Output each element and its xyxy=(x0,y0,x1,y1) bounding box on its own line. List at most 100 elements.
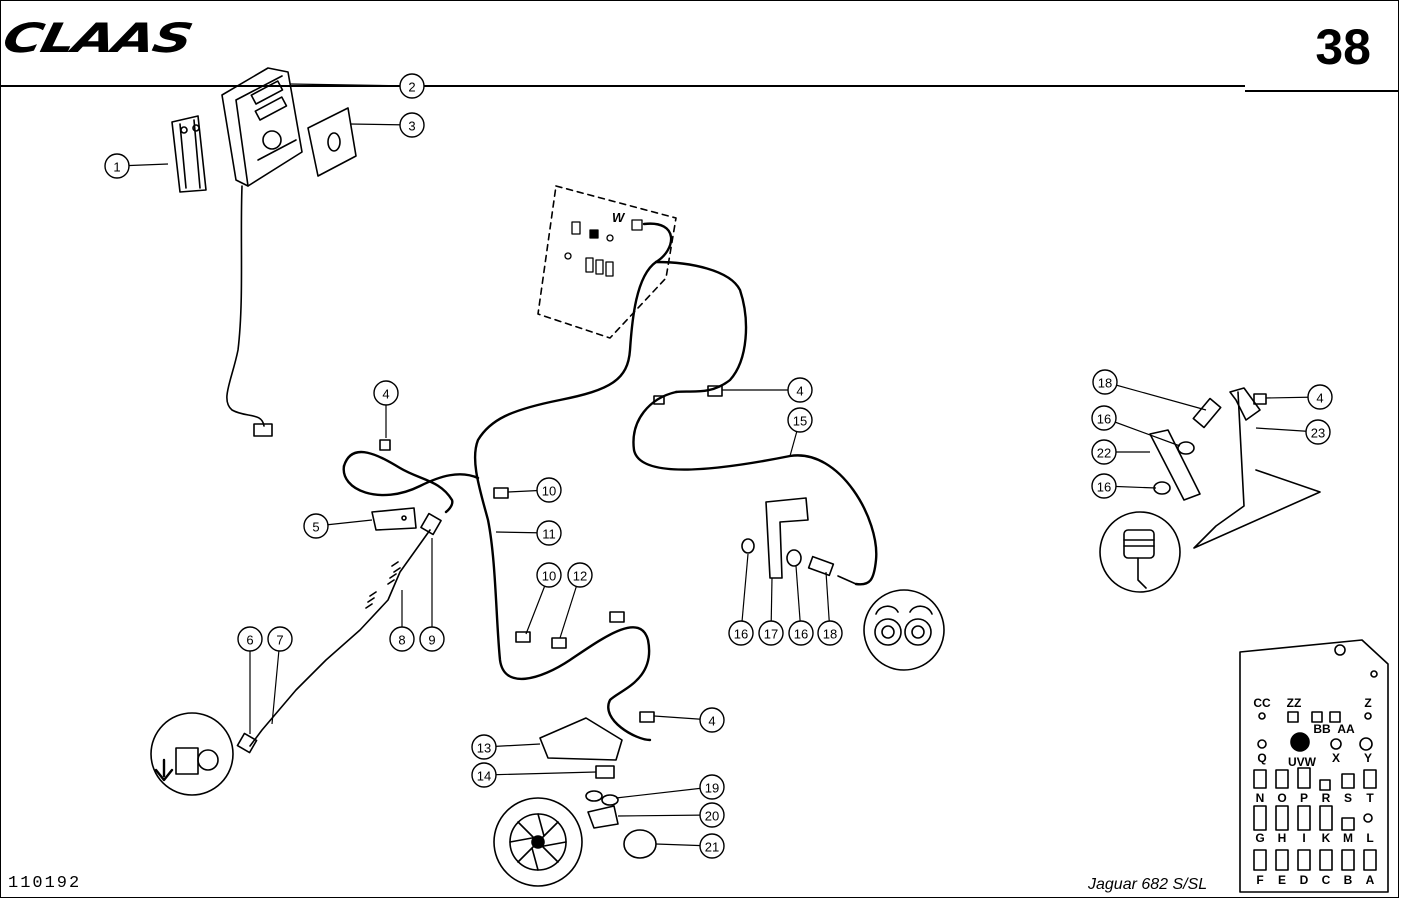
fuse-label: K xyxy=(1322,831,1331,845)
callout-10: 10 xyxy=(525,562,562,635)
callout-4: 4 xyxy=(1265,384,1333,410)
callout-label: 14 xyxy=(477,769,491,784)
callout-label: 7 xyxy=(276,633,283,648)
callout-label: 18 xyxy=(1098,376,1112,391)
fuse-label: X xyxy=(1332,751,1340,765)
callout-label: 9 xyxy=(428,633,435,648)
clip xyxy=(493,487,509,499)
callout-label: 8 xyxy=(398,633,405,648)
page-number: 38 xyxy=(1315,19,1371,75)
mount-frame xyxy=(1193,391,1321,549)
callout-label: 4 xyxy=(1316,391,1323,406)
fuse-label: ZZ xyxy=(1287,696,1302,710)
callout-label: 19 xyxy=(705,781,719,796)
callout-3: 3 xyxy=(349,112,425,138)
callout-label: 20 xyxy=(705,809,719,824)
cylinder-symbol xyxy=(1099,511,1181,593)
fuse-label: F xyxy=(1256,873,1263,887)
callout-label: 23 xyxy=(1311,426,1325,441)
sensor-18 xyxy=(1192,397,1222,429)
bracket-part xyxy=(171,115,207,193)
callout-21: 21 xyxy=(655,833,725,859)
callout-label: 12 xyxy=(573,569,587,584)
callout-label: 10 xyxy=(542,484,556,499)
callout-13: 13 xyxy=(471,734,541,760)
callout-label: 1 xyxy=(113,160,120,175)
direction-symbol xyxy=(150,712,234,796)
callout-5: 5 xyxy=(303,513,373,539)
callout-16: 16 xyxy=(1091,405,1181,447)
sensor-bracket xyxy=(539,717,623,761)
fuse-label: E xyxy=(1278,873,1286,887)
callout-label: 16 xyxy=(734,627,748,642)
callout-label: 16 xyxy=(1097,412,1111,427)
callout-label: 15 xyxy=(793,414,807,429)
fuse-label: Z xyxy=(1364,696,1371,710)
model-name: Jaguar 682 S/SL xyxy=(1088,876,1208,893)
callout-23: 23 xyxy=(1255,419,1331,445)
main-harness xyxy=(342,222,878,742)
callout-label: 11 xyxy=(542,527,556,542)
callout-18: 18 xyxy=(1092,369,1207,411)
dashboard-panel-switches xyxy=(564,219,643,277)
fuse-label: B xyxy=(1344,873,1353,887)
callout-16: 16 xyxy=(728,553,754,646)
sensor-mount xyxy=(765,497,809,579)
fuse-label: UVW xyxy=(1288,755,1317,769)
clip xyxy=(551,637,567,649)
clip xyxy=(707,385,723,397)
clip xyxy=(515,631,531,643)
linkage-rod xyxy=(249,529,431,747)
connector xyxy=(653,395,665,405)
callout-16: 16 xyxy=(1091,473,1157,499)
fuse-label: C xyxy=(1322,873,1331,887)
callout-9: 9 xyxy=(419,538,445,652)
clip xyxy=(609,611,625,623)
callout-label: 10 xyxy=(542,569,556,584)
callout-10: 10 xyxy=(507,477,562,503)
fuse-label: Q xyxy=(1257,751,1266,765)
fuse-label: Y xyxy=(1364,751,1372,765)
callout-11: 11 xyxy=(495,520,562,546)
fuse-label: S xyxy=(1344,791,1352,805)
fuse-label: BB xyxy=(1313,722,1331,736)
fuse-label: T xyxy=(1366,791,1374,805)
fuse-label: L xyxy=(1366,831,1373,845)
document-number: 110192 xyxy=(8,874,82,893)
callout-8: 8 xyxy=(389,590,415,652)
callout-label: 17 xyxy=(764,627,778,642)
callout-label: 16 xyxy=(794,627,808,642)
callout-label: 4 xyxy=(708,714,715,729)
control-unit xyxy=(221,67,303,437)
callout-18: 18 xyxy=(817,571,843,646)
callout-label: 18 xyxy=(823,627,837,642)
rotation-symbol xyxy=(863,589,945,671)
fuse-label: A xyxy=(1366,873,1375,887)
fuse-label: N xyxy=(1256,791,1265,805)
cover-plate xyxy=(307,107,357,177)
callout-4: 4 xyxy=(373,380,399,438)
fuse-label: CC xyxy=(1253,696,1271,710)
header-rule-right xyxy=(1245,90,1399,92)
fuse-label: AA xyxy=(1337,722,1355,736)
callout-12: 12 xyxy=(559,562,593,639)
plate-22 xyxy=(1149,429,1201,501)
callout-label: 4 xyxy=(382,387,389,402)
callout-7: 7 xyxy=(267,626,293,725)
callout-4: 4 xyxy=(722,377,813,403)
header-rule xyxy=(0,85,1245,87)
fuse-label: I xyxy=(1302,831,1305,845)
mount-arm xyxy=(1229,387,1261,421)
fuse-label: O xyxy=(1277,791,1286,805)
fuse-label: R xyxy=(1322,791,1331,805)
callout-22: 22 xyxy=(1091,439,1150,465)
callout-label: 21 xyxy=(705,840,719,855)
clip xyxy=(639,711,655,723)
callout-label: 6 xyxy=(246,633,253,648)
callout-6: 6 xyxy=(237,626,263,734)
callout-20: 20 xyxy=(617,802,725,828)
speed-sensor xyxy=(807,555,835,577)
callout-17: 17 xyxy=(758,577,784,646)
